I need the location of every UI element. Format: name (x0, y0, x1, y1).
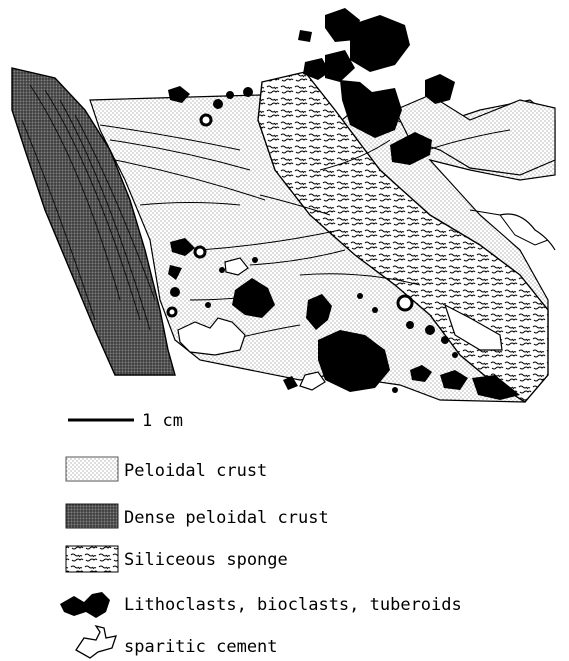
legend-label-dense-peloidal-crust: Dense peloidal crust (124, 508, 329, 528)
legend-item-lithoclasts: Lithoclasts, bioclasts, tuberoids (60, 592, 462, 618)
legend-swatch-peloidal-crust (66, 457, 118, 481)
legend-swatch-lithoclasts (60, 592, 110, 618)
legend-item-peloidal-crust: Peloidal crust (66, 457, 267, 481)
scale-bar-label: 1 cm (142, 411, 183, 431)
legend-item-siliceous-sponge: Siliceous sponge (66, 546, 288, 572)
legend-label-siliceous-sponge: Siliceous sponge (124, 550, 288, 570)
scale-bar: 1 cm (68, 411, 183, 431)
legend-label-sparitic-cement: sparitic cement (124, 637, 278, 657)
legend-swatch-dense-peloidal-crust (66, 504, 118, 528)
legend: Peloidal crust Dense peloidal crust Sili… (60, 457, 462, 658)
diagram-drawing (12, 8, 555, 402)
legend-swatch-sparitic-cement (76, 626, 116, 658)
legend-label-peloidal-crust: Peloidal crust (124, 461, 267, 481)
legend-label-lithoclasts: Lithoclasts, bioclasts, tuberoids (124, 595, 462, 615)
legend-swatch-siliceous-sponge (66, 546, 118, 572)
legend-item-sparitic-cement: sparitic cement (76, 626, 278, 658)
legend-item-dense-peloidal-crust: Dense peloidal crust (66, 504, 329, 528)
